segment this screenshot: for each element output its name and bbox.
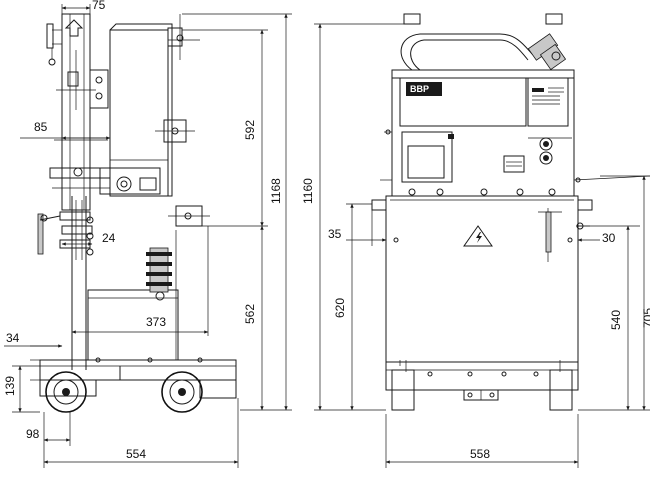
dim-562: 562 [243, 304, 257, 324]
dim-705: 705 [641, 308, 650, 328]
rear-wheel [161, 371, 203, 413]
base-chassis [30, 357, 237, 399]
dim-98: 98 [26, 427, 40, 441]
dim-1160: 1160 [301, 178, 315, 204]
upper-module: BBP [380, 69, 650, 197]
front-view-dimensions [314, 23, 650, 468]
nameplate-logo: BBP [410, 84, 429, 94]
nameplate: BBP [406, 82, 442, 96]
front-base [385, 360, 579, 411]
dim-554: 554 [126, 447, 146, 461]
side-view-dimensions [4, 4, 292, 468]
dim-85: 85 [34, 120, 48, 134]
control-cable [400, 13, 567, 71]
dim-620: 620 [333, 298, 347, 318]
warning-sign [463, 225, 493, 247]
dim-139: 139 [3, 376, 17, 396]
circuit-breaker-body [99, 14, 210, 227]
dim-24: 24 [102, 231, 116, 245]
dim-34: 34 [6, 331, 20, 345]
front-view: BBP [301, 13, 650, 468]
dim-30: 30 [602, 231, 616, 245]
dim-540: 540 [609, 310, 623, 330]
front-handle-bracket [46, 13, 111, 211]
dim-75: 75 [92, 0, 106, 12]
dim-592: 592 [243, 120, 257, 140]
side-view: 75 85 592 1168 24 562 373 34 139 98 554 [3, 0, 292, 468]
dim-373: 373 [146, 315, 166, 329]
insulator [146, 247, 172, 301]
front-wheel [45, 371, 87, 413]
lower-cabinet [371, 195, 593, 372]
dim-558: 558 [470, 447, 490, 461]
plug-connector [527, 33, 567, 71]
dim-35: 35 [328, 227, 342, 241]
dim-1168: 1168 [269, 178, 283, 204]
hand-crank [37, 213, 61, 255]
